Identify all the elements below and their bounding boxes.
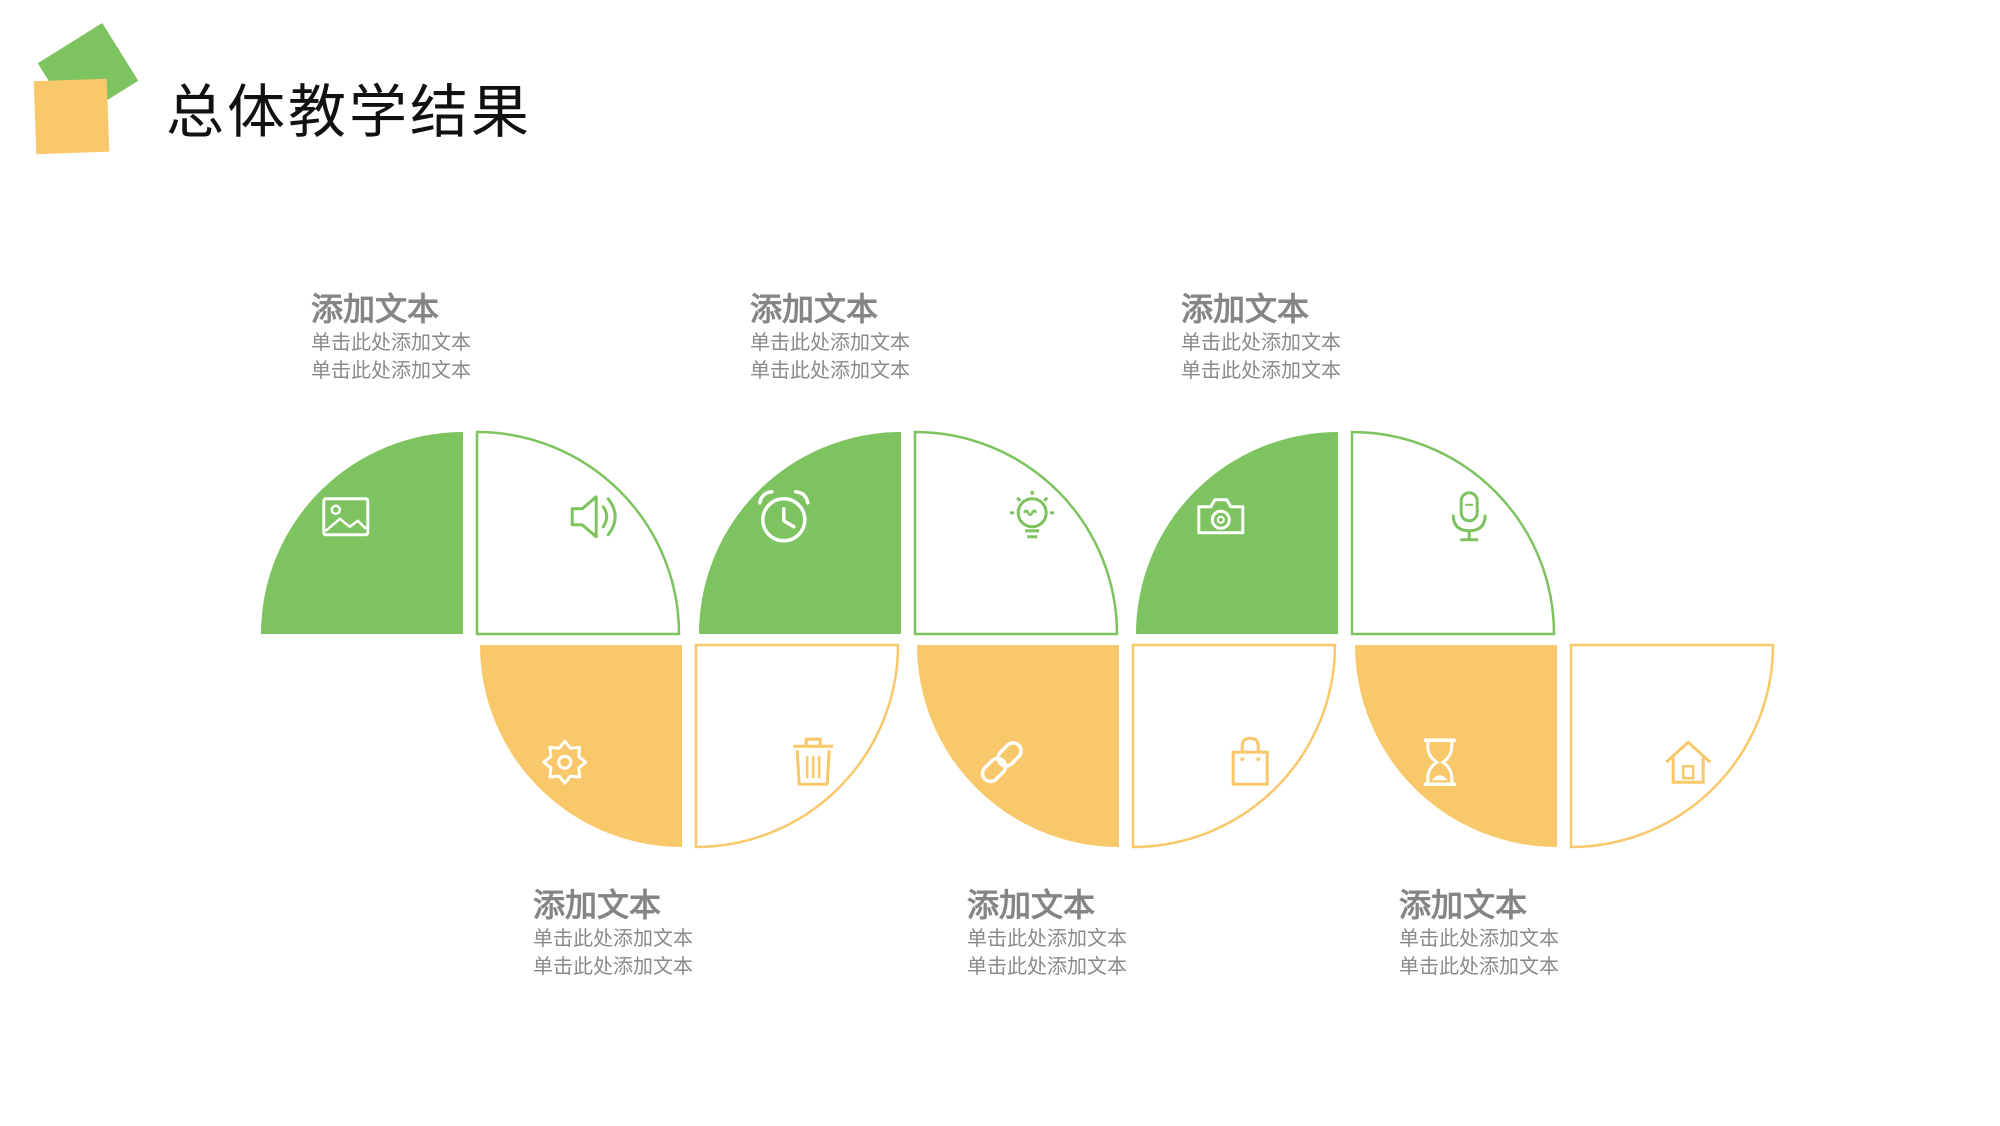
camera-icon bbox=[1197, 498, 1245, 535]
label-title: 添加文本 bbox=[750, 290, 879, 328]
lightbulb-icon bbox=[1010, 490, 1055, 539]
label-line: 单击此处添加文本 bbox=[1181, 330, 1341, 355]
label-line: 单击此处添加文本 bbox=[1399, 926, 1559, 951]
link-icon bbox=[980, 741, 1023, 784]
home-icon bbox=[1665, 740, 1712, 784]
logo-sticky-notes bbox=[33, 23, 139, 155]
label-title: 添加文本 bbox=[1181, 290, 1310, 328]
bottom-quarter-6 bbox=[1569, 643, 1775, 849]
image-icon bbox=[322, 497, 370, 537]
label-line: 单击此处添加文本 bbox=[533, 954, 693, 979]
label-title: 添加文本 bbox=[533, 886, 662, 924]
shopping-bag-icon bbox=[1231, 736, 1269, 786]
page-title: 总体教学结果 bbox=[166, 78, 533, 146]
bottom-label-1: 添加文本 单击此处添加文本 单击此处添加文本 bbox=[533, 886, 793, 980]
alarm-clock-icon bbox=[758, 490, 810, 543]
bottom-quarter-5 bbox=[1355, 645, 1557, 847]
top-label-1: 添加文本 单击此处添加文本 单击此处添加文本 bbox=[311, 290, 571, 384]
top-quarter-4 bbox=[913, 430, 1119, 636]
label-line: 单击此处添加文本 bbox=[967, 954, 1127, 979]
trash-icon bbox=[793, 737, 834, 786]
speaker-icon bbox=[570, 495, 617, 539]
hourglass-icon bbox=[1423, 738, 1456, 786]
bottom-quarter-1 bbox=[480, 645, 682, 847]
bottom-quarter-4 bbox=[1131, 643, 1337, 849]
label-line: 单击此处添加文本 bbox=[967, 926, 1127, 951]
label-title: 添加文本 bbox=[1399, 886, 1528, 924]
label-line: 单击此处添加文本 bbox=[311, 330, 471, 355]
microphone-icon bbox=[1451, 491, 1487, 542]
label-line: 单击此处添加文本 bbox=[1181, 358, 1341, 383]
top-quarter-6 bbox=[1350, 430, 1556, 636]
label-line: 单击此处添加文本 bbox=[750, 358, 910, 383]
top-quarter-2 bbox=[475, 430, 681, 636]
gear-icon bbox=[542, 739, 588, 785]
label-line: 单击此处添加文本 bbox=[750, 330, 910, 355]
label-line: 单击此处添加文本 bbox=[1399, 954, 1559, 979]
top-quarter-1 bbox=[261, 432, 463, 634]
top-label-3: 添加文本 单击此处添加文本 单击此处添加文本 bbox=[1181, 290, 1441, 384]
bottom-label-2: 添加文本 单击此处添加文本 单击此处添加文本 bbox=[967, 886, 1227, 980]
top-label-2: 添加文本 单击此处添加文本 单击此处添加文本 bbox=[750, 290, 1010, 384]
label-title: 添加文本 bbox=[967, 886, 1096, 924]
label-title: 添加文本 bbox=[311, 290, 440, 328]
bottom-label-3: 添加文本 单击此处添加文本 单击此处添加文本 bbox=[1399, 886, 1659, 980]
label-line: 单击此处添加文本 bbox=[311, 358, 471, 383]
label-line: 单击此处添加文本 bbox=[533, 926, 693, 951]
